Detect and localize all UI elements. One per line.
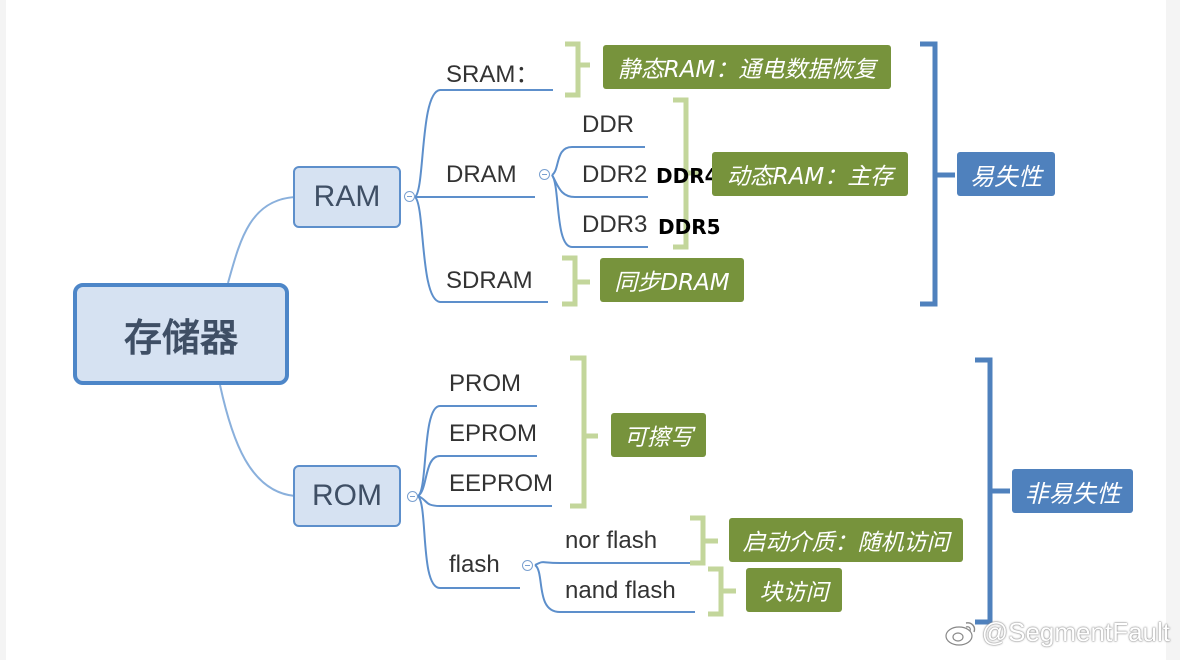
prom-label[interactable]: PROM: [449, 370, 521, 397]
nand-flash-note: 块访问: [746, 568, 842, 612]
watermark: @SegmentFault: [944, 617, 1170, 648]
nand-flash-label[interactable]: nand flash: [565, 577, 676, 604]
nor-flash-label[interactable]: nor flash: [565, 527, 658, 554]
nonvolatile-note: 非易失性: [1012, 469, 1133, 513]
connector-dram-ddr: [551, 146, 645, 176]
ddr2-label[interactable]: DDR2: [582, 161, 648, 188]
bracket-nonvolatile: [975, 357, 1010, 625]
bracket-rom-items: [570, 355, 598, 509]
flash-collapse-icon[interactable]: [522, 560, 533, 571]
root-node[interactable]: 存储器: [73, 283, 289, 385]
watermark-text: @SegmentFault: [981, 617, 1170, 647]
dram-label[interactable]: DRAM: [446, 161, 517, 188]
ddr3-label[interactable]: DDR3: [582, 211, 648, 238]
sram-note: 静态RAM：通电数据恢复: [603, 45, 891, 89]
connector-rom-flash: [417, 495, 520, 589]
connector-root-ram: [227, 196, 296, 284]
bracket-nor: [690, 515, 718, 566]
bracket-sram: [565, 41, 590, 98]
connector-flash-nor: [534, 561, 690, 566]
eprom-label[interactable]: EPROM: [449, 420, 538, 447]
dram-note: 动态RAM：主存: [712, 152, 908, 196]
nor-flash-note: 启动介质：随机访问: [729, 518, 963, 562]
connector-dram-ddr3: [551, 174, 648, 248]
connector-flash-nand: [534, 564, 695, 613]
sdram-label[interactable]: SDRAM: [446, 267, 533, 294]
connector-rom-eeprom: [417, 495, 552, 507]
bracket-volatile: [920, 41, 955, 307]
dram-collapse-icon[interactable]: [539, 169, 550, 180]
ddr4-annotation: DDR4: [656, 164, 719, 188]
bracket-nand: [708, 566, 736, 617]
connector-ram-sdram: [414, 196, 548, 303]
ram-collapse-icon[interactable]: [404, 191, 415, 202]
ram-node[interactable]: RAM: [293, 166, 401, 228]
connector-rom-eprom: [417, 455, 537, 497]
connector-root-rom: [219, 384, 296, 497]
rom-items-note: 可擦写: [611, 413, 706, 457]
connector-ram-sram: [414, 89, 553, 198]
bracket-dram: [673, 97, 700, 250]
volatile-note: 易失性: [957, 152, 1055, 196]
sram-label[interactable]: SRAM：: [446, 61, 540, 88]
ddr-label[interactable]: DDR: [582, 111, 634, 138]
bracket-sdram: [562, 255, 590, 307]
rom-node[interactable]: ROM: [293, 465, 401, 527]
ddr5-annotation: DDR5: [658, 215, 721, 239]
flash-label[interactable]: flash: [449, 551, 500, 578]
rom-collapse-icon[interactable]: [407, 491, 418, 502]
eeprom-label[interactable]: EEPROM: [449, 470, 554, 497]
weibo-logo-icon: [945, 621, 975, 646]
sdram-note: 同步DRAM: [600, 258, 744, 302]
